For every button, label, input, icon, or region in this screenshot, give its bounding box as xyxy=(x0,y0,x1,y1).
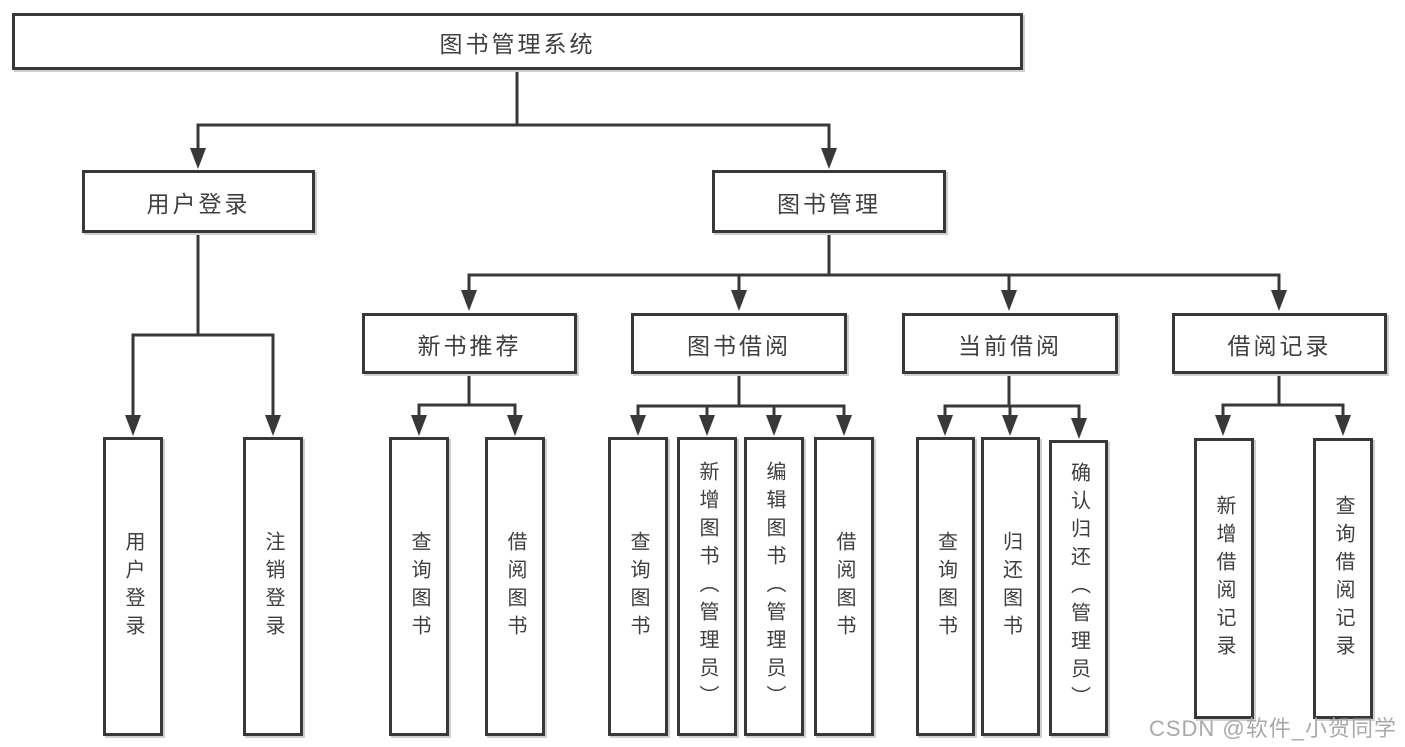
node-leaf-logout-label: 注销登录 xyxy=(262,530,284,643)
node-leaf-bb-add-books: 新增图书（管理员） xyxy=(677,437,737,736)
arrowhead-icon xyxy=(1335,415,1351,436)
node-leaf-rec-borrow-books-label: 借阅图书 xyxy=(504,530,526,643)
node-book-management: 图书管理 xyxy=(712,170,946,233)
node-leaf-bb-edit-books-label: 编辑图书（管理员） xyxy=(763,460,785,713)
node-leaf-rec-query-books-label: 查询图书 xyxy=(408,530,430,643)
node-leaf-rec-borrow-books: 借阅图书 xyxy=(485,437,545,736)
node-book-borrow: 图书借阅 xyxy=(631,313,847,374)
arrowhead-icon xyxy=(821,148,837,169)
node-book-borrow-label: 图书借阅 xyxy=(687,332,791,359)
node-leaf-br-add-record-label: 新增借阅记录 xyxy=(1213,494,1235,663)
node-leaf-user-login: 用户登录 xyxy=(103,437,163,736)
node-borrow-records-label: 借阅记录 xyxy=(1227,332,1332,359)
arrowhead-icon xyxy=(766,415,782,436)
arrowhead-icon xyxy=(125,415,141,436)
node-leaf-bb-borrow-books: 借阅图书 xyxy=(814,437,874,736)
csdn-watermark: CSDN @软件_小贺同学 xyxy=(1148,716,1397,741)
node-leaf-bb-edit-books: 编辑图书（管理员） xyxy=(744,437,804,736)
node-user-login-label: 用户登录 xyxy=(146,190,251,217)
node-current-borrow: 当前借阅 xyxy=(902,313,1118,374)
node-leaf-cb-query-books: 查询图书 xyxy=(916,437,975,736)
arrowhead-icon xyxy=(630,415,646,436)
arrowhead-icon xyxy=(461,290,477,311)
arrowhead-icon xyxy=(265,415,281,436)
node-leaf-rec-query-books: 查询图书 xyxy=(389,437,449,736)
arrowhead-icon xyxy=(937,415,953,436)
node-borrow-records: 借阅记录 xyxy=(1172,313,1387,374)
arrowhead-icon xyxy=(411,415,427,436)
node-leaf-bb-borrow-books-label: 借阅图书 xyxy=(833,530,855,643)
node-book-management-label: 图书管理 xyxy=(777,190,881,217)
arrowhead-icon xyxy=(1001,290,1017,311)
node-leaf-cb-confirm-return-label: 确认归还（管理员） xyxy=(1067,462,1090,714)
arrowhead-icon xyxy=(507,415,523,436)
node-root: 图书管理系统 xyxy=(12,13,1023,70)
node-new-book-recommend: 新书推荐 xyxy=(362,313,577,374)
node-leaf-bb-query-books-label: 查询图书 xyxy=(627,530,649,643)
node-leaf-br-add-record: 新增借阅记录 xyxy=(1194,438,1254,719)
arrowhead-icon xyxy=(699,415,715,436)
node-user-login: 用户登录 xyxy=(82,170,315,233)
node-root-label: 图书管理系统 xyxy=(439,30,596,57)
node-leaf-bb-query-books: 查询图书 xyxy=(608,437,668,736)
node-leaf-cb-return-books: 归还图书 xyxy=(981,437,1040,736)
arrowhead-icon xyxy=(731,290,747,311)
arrowhead-icon xyxy=(1215,415,1231,436)
node-leaf-cb-confirm-return: 确认归还（管理员） xyxy=(1049,440,1108,736)
arrowhead-icon xyxy=(1002,415,1018,436)
node-current-borrow-label: 当前借阅 xyxy=(958,332,1062,359)
node-leaf-cb-return-books-label: 归还图书 xyxy=(999,530,1022,643)
arrowhead-icon xyxy=(1271,290,1287,311)
arrowhead-icon xyxy=(190,148,206,169)
arrowhead-icon xyxy=(836,415,852,436)
node-leaf-user-login-label: 用户登录 xyxy=(122,530,144,643)
arrowhead-icon xyxy=(1071,418,1087,439)
node-leaf-bb-add-books-label: 新增图书（管理员） xyxy=(696,460,718,713)
node-new-book-recommend-label: 新书推荐 xyxy=(417,332,522,359)
node-leaf-br-query-record-label: 查询借阅记录 xyxy=(1332,494,1354,663)
node-leaf-cb-query-books-label: 查询图书 xyxy=(934,530,957,643)
node-leaf-br-query-record: 查询借阅记录 xyxy=(1313,438,1373,719)
node-leaf-logout: 注销登录 xyxy=(243,437,303,736)
